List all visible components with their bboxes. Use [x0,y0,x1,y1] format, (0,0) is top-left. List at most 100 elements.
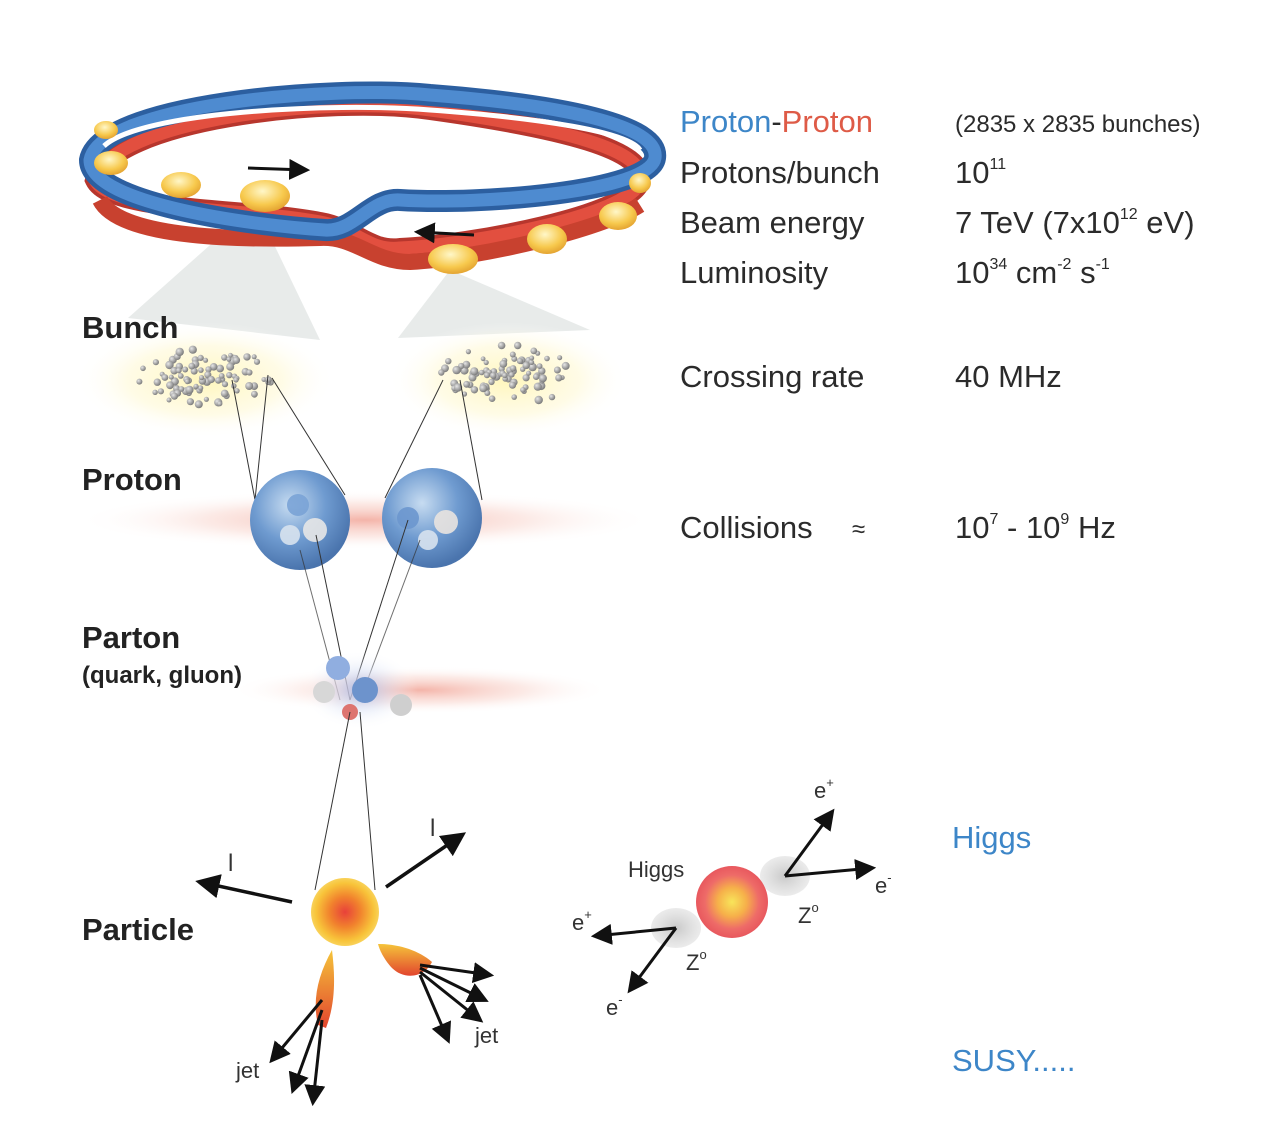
luminosity-value: 1034 cm-2 s-1 [955,255,1110,290]
positron-label-upper: e+ [814,775,834,803]
proton-dot [520,387,526,393]
proton-dot [534,395,543,405]
proton-dot [261,377,267,382]
proton-dot [175,367,182,374]
proton-dot [217,401,223,407]
proton-dot [528,362,537,372]
proton-dot [522,374,530,382]
proton-dot [488,378,495,386]
beam-energy-label: Beam energy [680,205,865,240]
proton-dot [445,358,452,365]
proton-dot [232,356,241,364]
proton-dot [198,367,204,373]
proton-dot [228,352,233,358]
stage-label-parton: Parton [82,620,181,655]
proton-dot [253,358,261,365]
proton-dot [221,381,229,388]
proton-dot [508,371,515,378]
jet-right [378,944,495,1044]
beam-energy-value: 7 TeV (7x1012 eV) [955,205,1195,240]
proton-dot [483,359,489,366]
proton-dot [499,360,508,368]
proton-dot [251,354,257,360]
lepton-label-right: l [430,815,436,842]
proton-dot [532,373,540,381]
proton-dot [186,398,194,406]
proton-dot [555,374,563,382]
proton-dot [234,388,240,394]
proton-dot [553,366,561,374]
electron-label-lower: e- [606,992,623,1020]
proton-dot [452,365,461,375]
proton-dot [522,361,530,370]
beam-dash: - [771,104,782,139]
proton-dot [140,365,146,372]
stage-label-particle: Particle [82,912,195,947]
proton-dot [502,372,508,379]
higgs-diagram-label: Higgs [628,857,685,882]
proton-dot [175,347,184,357]
beam-types: Proton-Proton [680,104,873,140]
beam-direction-arrow-right [247,158,311,180]
parton-glow-band [230,666,610,714]
proton-dot [243,353,251,361]
proton-dot [538,374,547,383]
proton-dot [544,355,550,362]
proton-dot [218,373,225,379]
proton-dot [265,376,272,383]
proton-dot [511,394,517,400]
approx-symbol: ≈ [852,516,866,543]
proton-dot [463,380,470,388]
proton-dot [199,375,205,381]
proton-dot [251,390,258,398]
lepton-arrow-left [195,874,293,904]
proton-dot [136,378,143,385]
proton-dot [488,395,496,403]
proton-dot [557,355,563,361]
proton-dot [178,386,185,392]
proton-dot [528,359,535,365]
proton-dot [438,369,445,376]
parton-collision [313,656,412,720]
higgs-boson [696,866,768,938]
physics-goal-susy: SUSY..... [952,1043,1076,1078]
proton-dot [478,369,485,376]
luminosity-label: Luminosity [680,255,829,290]
proton-dot [462,360,471,369]
beam-type-a: Proton [680,104,772,139]
positron-arrow-lower [590,923,677,945]
proton-dot [168,374,174,380]
zoom-line-a [271,377,346,496]
proton-sphere-right [382,468,482,568]
collisions-value: 107 - 109 Hz [955,510,1116,545]
zoom-line-c [459,379,483,501]
proton-dot [177,373,184,379]
proton-glow-band [75,490,655,550]
proton-dot [221,354,228,361]
proton-dot [193,383,199,389]
proton-dot [484,390,491,396]
proton-dot [509,365,517,372]
proton-dot [538,367,546,375]
proton-dot [470,367,479,376]
proton-dot [197,354,204,361]
bunch-proton-cloud-right [438,341,570,405]
quarks-right [397,507,458,550]
proton-dot [233,377,239,383]
proton-dot [489,372,497,379]
proton-dot [157,388,164,395]
beam-type-b: Proton [781,104,874,139]
proton-dot [194,400,203,409]
proton-dot [209,363,218,371]
electron-arrow-lower [627,927,678,994]
proton-dot [188,362,196,370]
jet-left [269,950,335,1107]
ring-bunches [94,121,651,274]
proton-dot [530,347,538,355]
proton-sphere-left [250,470,350,570]
proton-dot [479,384,488,393]
proton-dot [185,385,194,394]
proton-dot [188,345,197,354]
stage-label-bunch: Bunch [82,310,179,345]
